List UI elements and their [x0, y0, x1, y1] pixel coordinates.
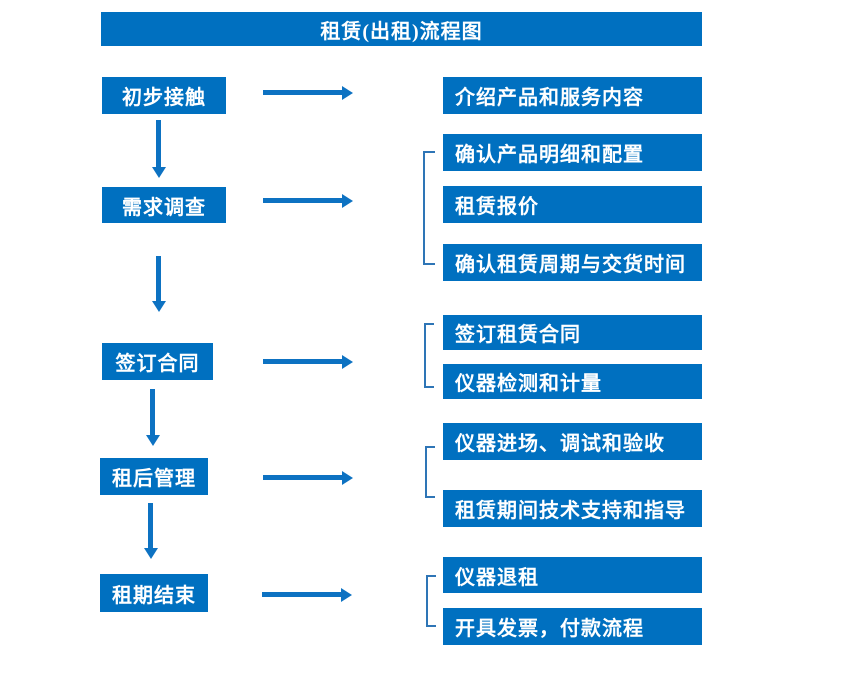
detail-box-sign-rental-contract: 签订租赁合同 [443, 315, 702, 350]
detail-box-instrument-return: 仪器退租 [443, 557, 702, 593]
bracket-post-rental-mgmt [425, 446, 435, 498]
right-arrow-1 [263, 90, 343, 95]
bracket-rental-end [426, 575, 436, 627]
detail-box-confirm-period: 确认租赁周期与交货时间 [443, 244, 702, 281]
flowchart-title: 租赁(出租)流程图 [101, 12, 702, 46]
down-arrow-2 [156, 256, 161, 302]
right-arrow-5 [262, 592, 342, 597]
step-box-rental-end: 租期结束 [100, 574, 208, 612]
detail-box-instrument-setup: 仪器进场、调试和验收 [443, 423, 702, 460]
detail-box-invoice-payment: 开具发票，付款流程 [443, 608, 702, 645]
bracket-sign-contract [424, 323, 434, 388]
detail-box-rental-quotation: 租赁报价 [443, 186, 702, 223]
right-arrow-3 [263, 359, 343, 364]
step-box-post-rental-mgmt: 租后管理 [100, 458, 208, 495]
down-arrow-3 [150, 389, 155, 436]
detail-box-confirm-product-spec: 确认产品明细和配置 [443, 134, 702, 171]
right-arrow-2 [263, 198, 343, 203]
detail-box-tech-support: 租赁期间技术支持和指导 [443, 490, 702, 527]
step-box-demand-survey: 需求调查 [102, 187, 226, 223]
right-arrow-4 [263, 475, 343, 480]
detail-box-instrument-testing: 仪器检测和计量 [443, 364, 702, 399]
down-arrow-4 [148, 503, 153, 549]
detail-box-introduce-products: 介绍产品和服务内容 [443, 77, 702, 114]
step-box-initial-contact: 初步接触 [102, 77, 226, 114]
bracket-demand-survey [423, 151, 435, 265]
down-arrow-1 [156, 120, 161, 168]
step-box-sign-contract: 签订合同 [102, 343, 213, 380]
